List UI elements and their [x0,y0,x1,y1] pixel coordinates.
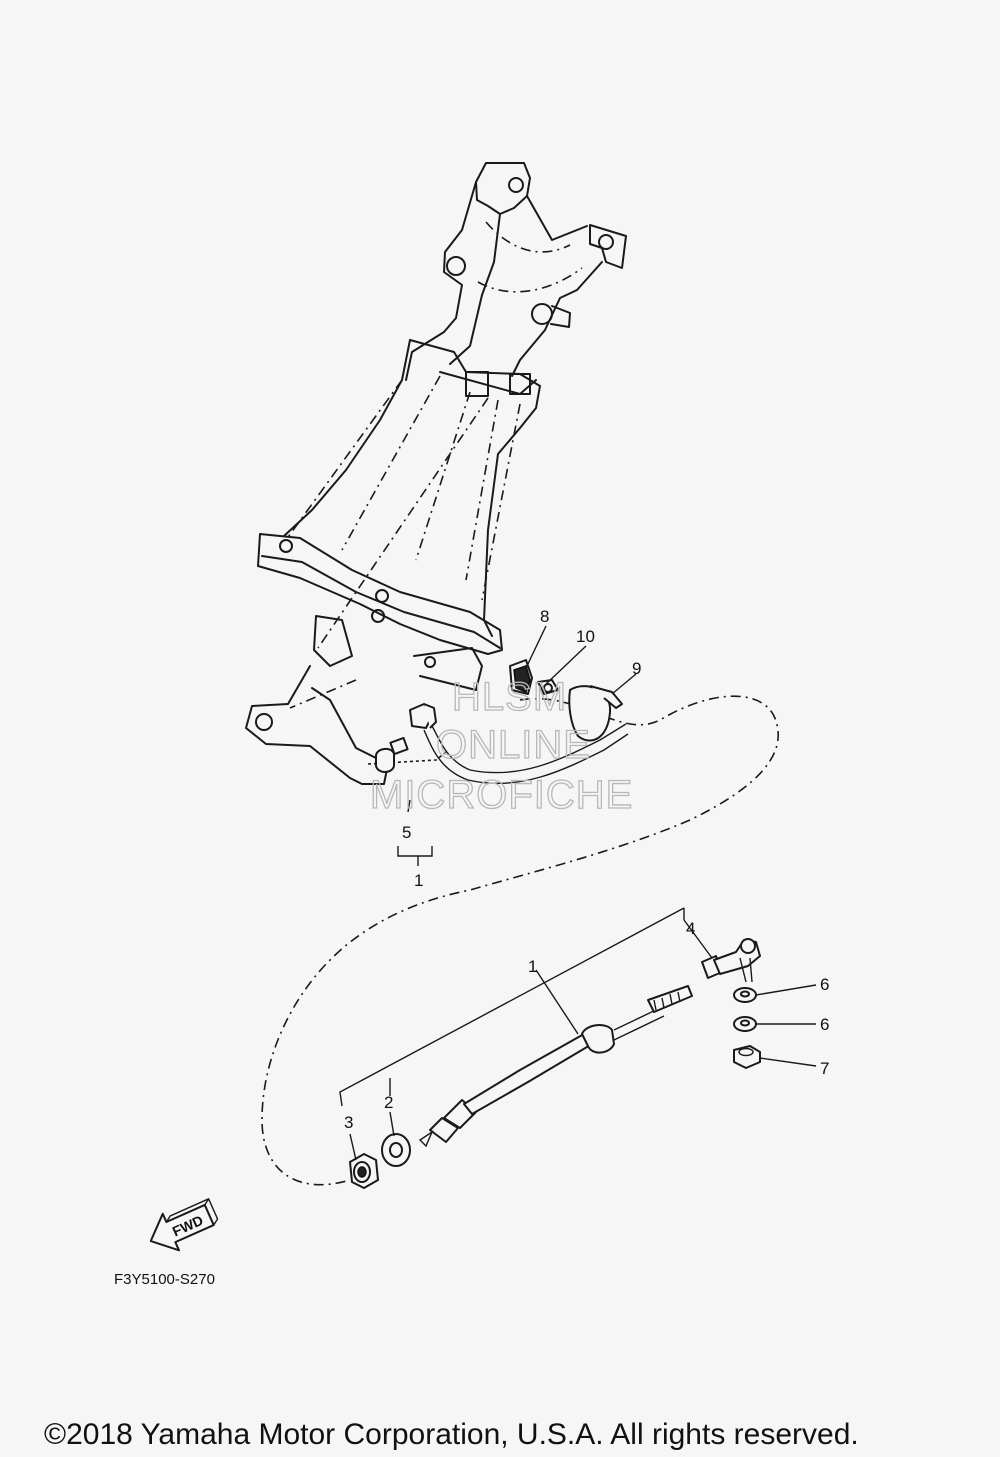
diagram-code: F3Y5100-S270 [114,1271,215,1288]
callout-10: 10 [576,627,595,646]
callout-6-bottom: 6 [820,1015,829,1034]
callout-9: 9 [632,659,641,678]
callout-3: 3 [344,1113,353,1132]
watermark-line-2: ONLINE [436,723,591,767]
part-10-connector [537,679,559,695]
callout-6-top: 6 [820,975,829,994]
bracket-assembly [245,162,627,785]
part-8-clip [509,659,533,695]
part-9-band [568,685,623,742]
copyright-notice: ©2018 Yamaha Motor Corporation, U.S.A. A… [44,1418,859,1451]
callout-8: 8 [540,607,549,626]
callout-5: 5 [402,823,411,842]
part-1-steering-cable [418,985,693,1148]
watermark-line-3: MICROFICHE [370,773,633,817]
part-4-tie-rod-end [701,938,761,983]
part-6-washer-a [733,987,757,1003]
part-5-cable-end-joint [375,703,629,785]
callout-7: 7 [820,1059,829,1078]
callout-2: 2 [384,1093,393,1112]
callout-1-upper: 1 [414,871,423,890]
leader-lines [339,625,817,1161]
watermark: HLSM ONLINE MICROFICHE [369,674,633,817]
part-3-nut [349,1153,379,1189]
callout-1: 1 [528,957,537,976]
part-2-washer [381,1133,411,1167]
fwd-arrow-icon: FWD [149,1197,219,1252]
cable-routing-line [261,695,779,1186]
callout-labels: 8 10 9 5 1 4 1 6 6 7 2 3 [344,607,829,1132]
watermark-line-1: HLSM [452,675,567,719]
callout-4: 4 [686,919,695,938]
part-7-nut [733,1045,761,1069]
part-6-washer-b [733,1016,757,1032]
